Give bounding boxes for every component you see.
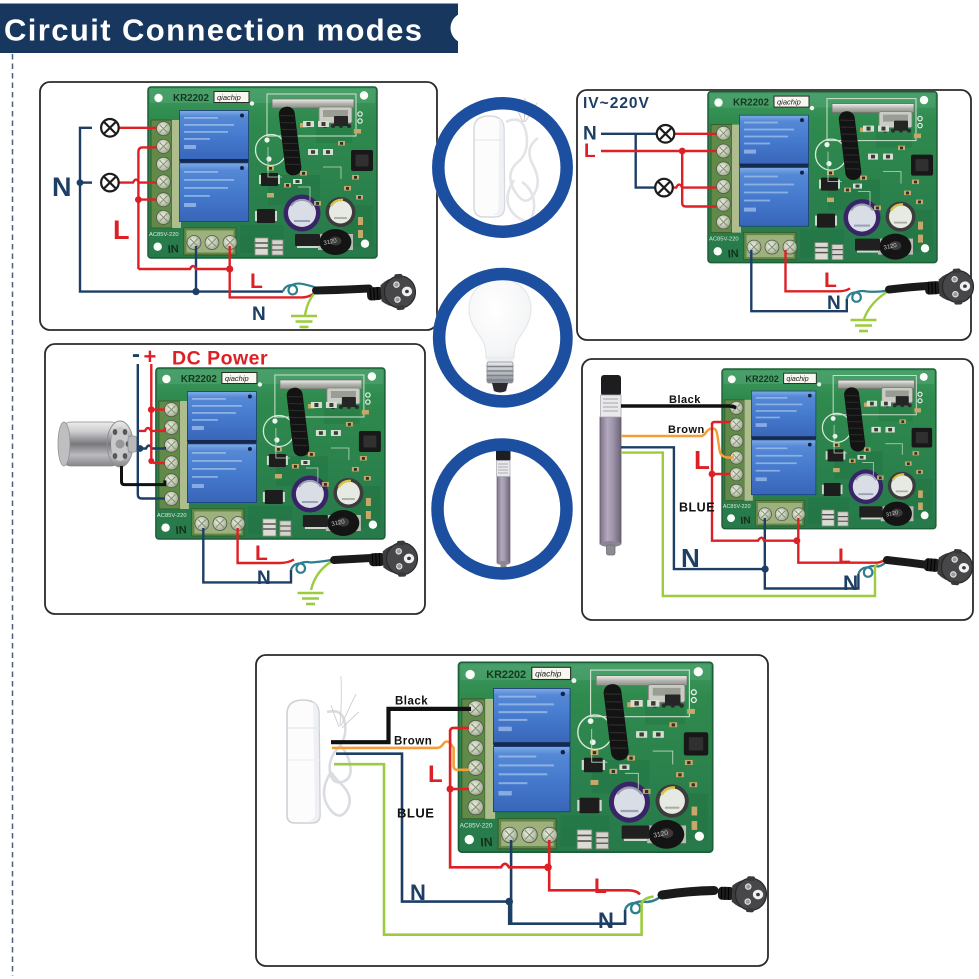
svg-text:Brown: Brown bbox=[668, 424, 705, 436]
svg-text:L: L bbox=[255, 542, 268, 565]
svg-text:N: N bbox=[598, 908, 614, 933]
svg-text:L: L bbox=[838, 545, 851, 568]
svg-text:L: L bbox=[584, 141, 596, 162]
svg-text:DC Power: DC Power bbox=[172, 348, 268, 370]
svg-text:L: L bbox=[824, 269, 837, 292]
svg-text:-: - bbox=[132, 341, 140, 368]
svg-text:+: + bbox=[144, 344, 157, 369]
svg-text:L: L bbox=[594, 875, 607, 898]
svg-text:L: L bbox=[113, 215, 130, 245]
svg-text:BLUE: BLUE bbox=[679, 501, 715, 515]
svg-text:N: N bbox=[583, 124, 597, 145]
svg-text:Black: Black bbox=[395, 696, 428, 708]
svg-text:BLUE: BLUE bbox=[397, 806, 434, 821]
svg-text:Circuit Connection modes: Circuit Connection modes bbox=[4, 13, 423, 48]
svg-text:N: N bbox=[52, 172, 72, 202]
svg-text:L: L bbox=[694, 445, 710, 475]
svg-text:L: L bbox=[250, 270, 263, 293]
svg-text:N: N bbox=[257, 568, 271, 589]
svg-text:N: N bbox=[252, 304, 266, 325]
svg-text:N: N bbox=[410, 880, 426, 905]
svg-text:N: N bbox=[827, 293, 841, 314]
svg-text:Black: Black bbox=[669, 394, 701, 406]
svg-text:N: N bbox=[843, 572, 858, 595]
svg-text:N: N bbox=[681, 543, 700, 573]
svg-text:L: L bbox=[428, 761, 443, 788]
svg-text:IV~220V: IV~220V bbox=[583, 95, 650, 112]
svg-text:Brown: Brown bbox=[394, 736, 432, 748]
